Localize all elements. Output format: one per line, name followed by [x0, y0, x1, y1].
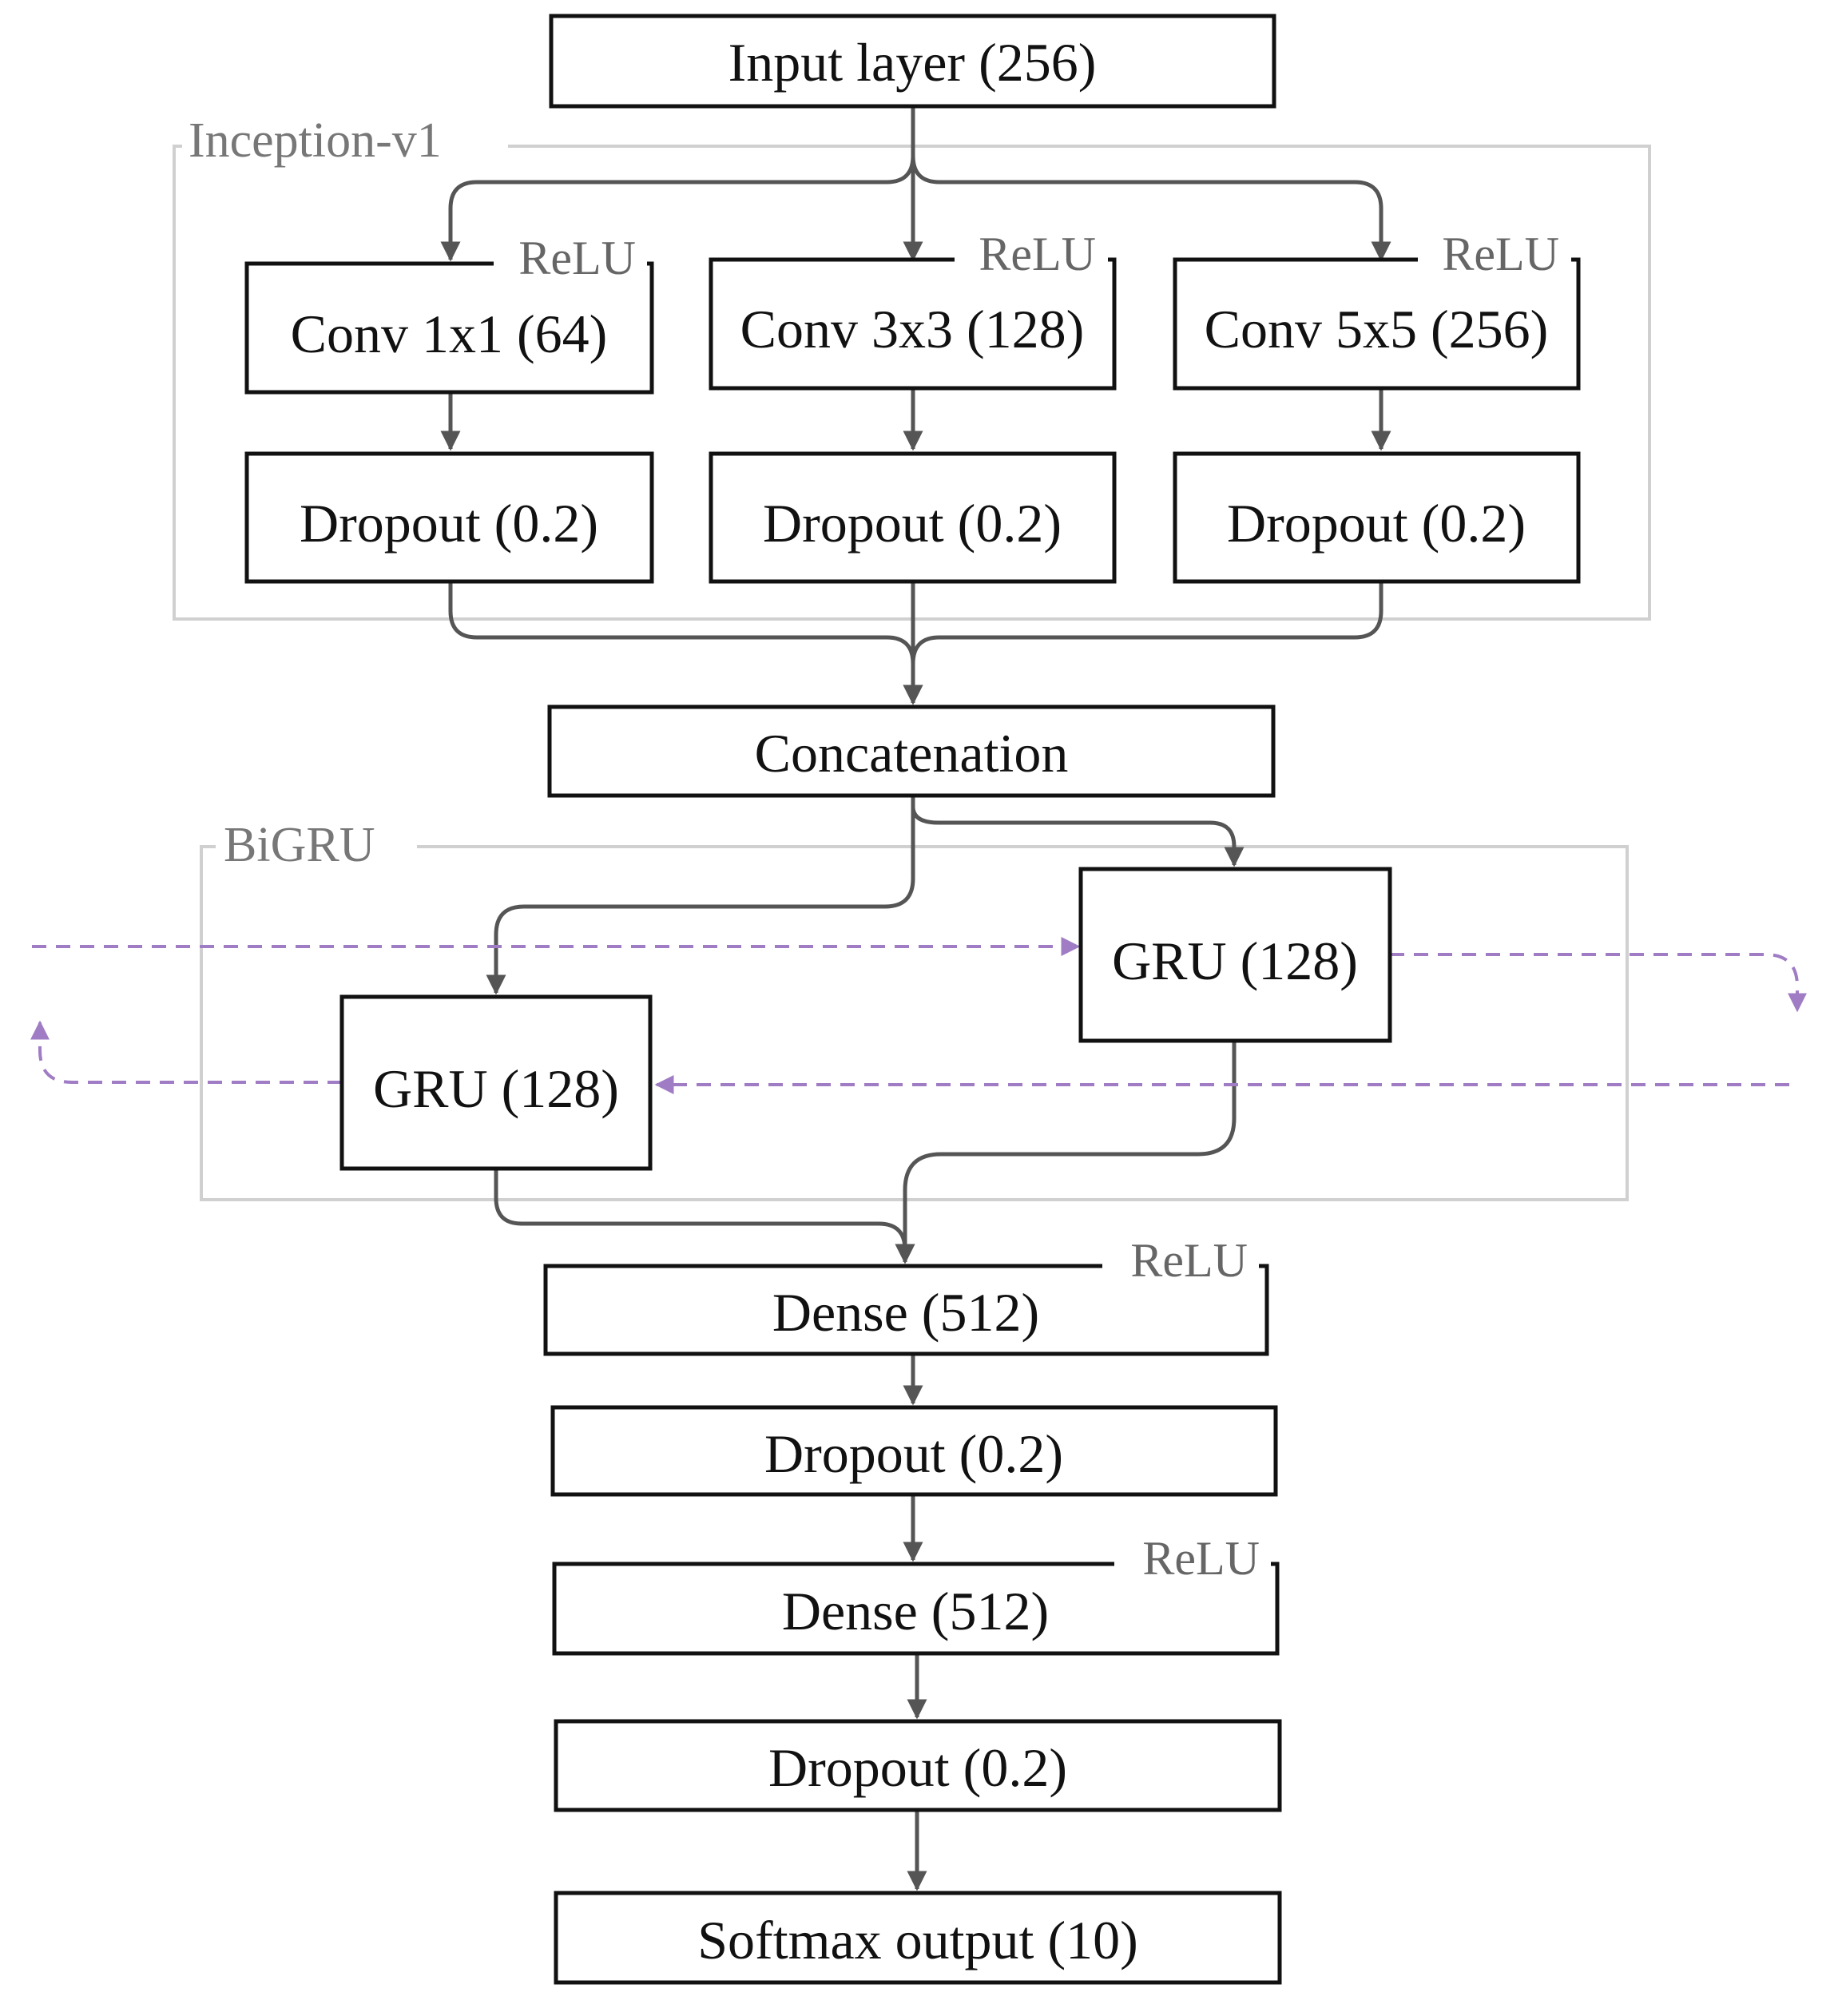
node-conv1: Conv 1x1 (64) ReLU: [244, 232, 654, 395]
dropout-d-label: Dropout (0.2): [764, 1423, 1063, 1484]
node-dense1: Dense (512) ReLU: [543, 1234, 1269, 1356]
dense1-label: Dense (512): [772, 1282, 1039, 1343]
dropout-b-label: Dropout (0.2): [763, 493, 1062, 554]
conv1-box: [244, 261, 654, 395]
edge-input-to-conv5: [911, 108, 1391, 262]
dropout-a-label: Dropout (0.2): [300, 493, 598, 554]
dropout-b-box: [709, 451, 1117, 584]
dense1-activation-label: ReLU: [1130, 1234, 1248, 1287]
edge-gru-backward-to-dense: [494, 1170, 915, 1264]
dense1-activation-bg: [1102, 1234, 1259, 1276]
node-concatenation: Concatenation: [547, 704, 1276, 798]
dropout-e-label: Dropout (0.2): [768, 1737, 1067, 1798]
conv5-label: Conv 5x5 (256): [1205, 299, 1549, 359]
backward-recurrent-out: [30, 1020, 342, 1084]
input-layer-box: [549, 14, 1276, 109]
gru-forward-box: [1078, 867, 1392, 1043]
edge-concat-to-gru-backward: [486, 797, 915, 995]
bigru-group: BiGRU: [200, 815, 1629, 1201]
concatenation-label: Concatenation: [755, 723, 1069, 784]
concatenation-box: [547, 704, 1276, 798]
input-layer-label: Input layer (256): [728, 32, 1097, 93]
edge-concat-to-gru-forward: [911, 797, 1245, 867]
gru-backward-label: GRU (128): [373, 1058, 619, 1119]
inception-label-bg: [182, 112, 508, 168]
gru-forward-label: GRU (128): [1112, 931, 1358, 991]
conv1-label: Conv 1x1 (64): [291, 304, 608, 364]
conv1-activation-bg: [494, 232, 647, 273]
dropout-c-label: Dropout (0.2): [1227, 493, 1526, 554]
gru-backward-box: [339, 994, 653, 1171]
edge-dropout-c-to-concat: [903, 583, 1383, 705]
conv5-activation-bg: [1418, 228, 1571, 269]
conv5-box: [1173, 257, 1581, 391]
node-softmax-output: Softmax output (10): [554, 1891, 1282, 1985]
node-gru-forward: GRU (128): [1078, 867, 1392, 1043]
dense2-label: Dense (512): [782, 1581, 1049, 1641]
node-gru-backward: GRU (128): [339, 994, 653, 1171]
edge-input-to-conv1: [440, 108, 915, 262]
conv5-activation-label: ReLU: [1442, 228, 1559, 280]
dense2-activation-label: ReLU: [1142, 1532, 1260, 1585]
node-dense2: Dense (512) ReLU: [552, 1532, 1280, 1656]
node-dropout-c: Dropout (0.2): [1173, 451, 1581, 584]
dense2-box: [552, 1562, 1280, 1656]
conv3-box: [709, 257, 1117, 391]
forward-recurrent-out: [1390, 953, 1807, 1013]
inception-group-label: Inception-v1: [189, 113, 442, 168]
conv3-activation-label: ReLU: [979, 228, 1096, 280]
edge-gru-forward-to-dense: [895, 1042, 1237, 1264]
node-conv3: Conv 3x3 (128) ReLU: [709, 228, 1117, 391]
dropout-c-box: [1173, 451, 1581, 584]
conv3-activation-bg: [955, 228, 1108, 269]
node-conv5: Conv 5x5 (256) ReLU: [1173, 228, 1581, 391]
bigru-group-label: BiGRU: [224, 818, 375, 872]
softmax-output-box: [554, 1891, 1282, 1985]
edges: [440, 108, 1391, 1891]
node-dropout-d: Dropout (0.2): [550, 1405, 1278, 1497]
bigru-label-bg: [216, 815, 417, 867]
dropout-a-box: [244, 451, 654, 584]
edge-dropout-a-to-concat: [448, 583, 923, 705]
conv3-label: Conv 3x3 (128): [740, 299, 1085, 359]
node-dropout-b: Dropout (0.2): [709, 451, 1117, 584]
recurrent-edges: [30, 937, 1807, 1094]
dropout-e-box: [554, 1719, 1282, 1812]
dense1-box: [543, 1264, 1269, 1356]
dense2-activation-bg: [1114, 1532, 1271, 1574]
dropout-d-box: [550, 1405, 1278, 1497]
node-dropout-a: Dropout (0.2): [244, 451, 654, 584]
conv1-activation-label: ReLU: [518, 232, 636, 284]
node-dropout-e: Dropout (0.2): [554, 1719, 1282, 1812]
softmax-output-label: Softmax output (10): [697, 1910, 1138, 1970]
node-input: Input layer (256): [549, 14, 1276, 109]
